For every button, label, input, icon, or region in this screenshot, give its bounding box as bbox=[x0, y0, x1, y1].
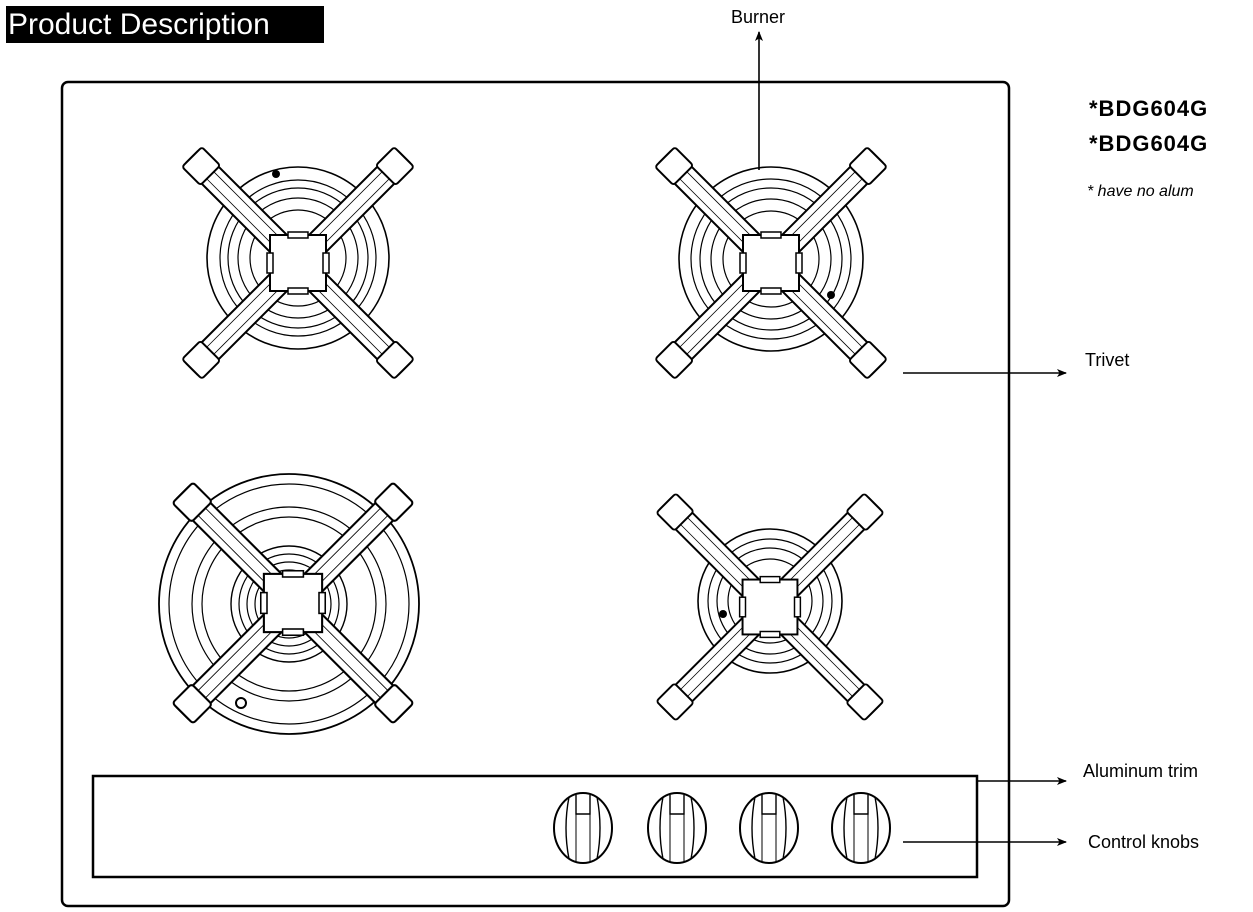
control-knob-2 bbox=[647, 792, 707, 864]
control-knob-3 bbox=[739, 792, 799, 864]
control-knobs-label: Control knobs bbox=[1088, 832, 1200, 852]
control-knob-1 bbox=[553, 792, 613, 864]
burner-bottom-right bbox=[697, 528, 843, 674]
model-number-2: *BDG604G bbox=[1089, 131, 1209, 156]
aluminum-trim-panel bbox=[91, 774, 979, 879]
model-number-1: *BDG604G bbox=[1089, 96, 1209, 121]
model-note: * have no alum bbox=[1087, 183, 1194, 200]
burner-bottom-left bbox=[158, 473, 420, 735]
burner-top-right bbox=[678, 166, 864, 352]
burner-top-left bbox=[206, 166, 390, 350]
aluminum-trim-label: Aluminum trim bbox=[1083, 761, 1199, 781]
trivet-label: Trivet bbox=[1085, 350, 1130, 370]
page-title: Product Description bbox=[6, 6, 324, 43]
control-knob-4 bbox=[831, 792, 891, 864]
burner-label: Burner bbox=[731, 7, 786, 27]
